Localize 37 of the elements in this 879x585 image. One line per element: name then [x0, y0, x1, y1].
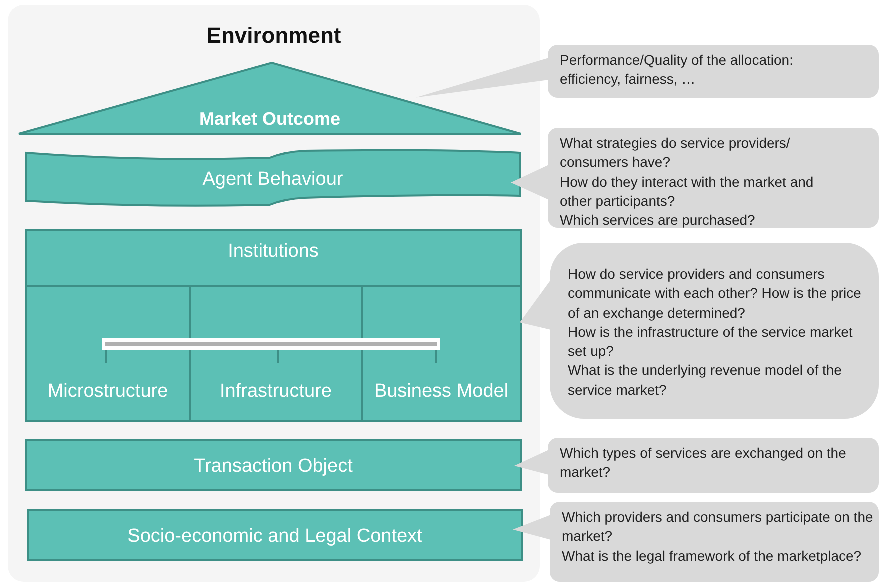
callout-pointer	[514, 450, 549, 475]
panel-title: Environment	[206, 23, 342, 49]
node-label: Socio-economic and Legal Context	[126, 526, 424, 548]
node-label: Infrastructure	[219, 381, 333, 403]
layer-box	[27, 509, 523, 561]
callout-text: Performance/Quality of the allocation: efficiency, fairness, …	[560, 51, 794, 90]
callout-bubble	[548, 438, 879, 493]
callout-text: Which types of services are exchanged on the market?	[560, 444, 848, 482]
environment-panel	[8, 5, 540, 582]
callout-text: How is the infrastructure of the service market set up?	[568, 322, 854, 362]
callout-pointer	[416, 58, 549, 98]
callout-pointer	[511, 165, 549, 200]
callout-text: What is the underlying revenue model of the service market?	[568, 361, 843, 400]
callout-bubble	[550, 243, 879, 419]
callout-text: Which services are purchased?	[560, 211, 756, 230]
institutions-box	[25, 229, 522, 420]
component-cell	[361, 285, 522, 422]
layer-box	[25, 439, 522, 491]
banner-shape	[25, 148, 521, 208]
node-label: Transaction Object	[193, 456, 354, 478]
callout-pointer	[520, 280, 551, 330]
node-label: Market Outcome	[198, 109, 342, 130]
callout-pointer	[513, 515, 551, 540]
node-label: Microstructure	[46, 381, 170, 403]
node-label: Institutions	[227, 241, 320, 263]
callout-bubble	[548, 128, 879, 228]
node-label: Agent Behaviour	[202, 169, 344, 191]
component-cell	[189, 285, 363, 422]
node-label: Business Model	[373, 381, 510, 403]
callout-bubble	[550, 502, 879, 582]
callout-text: What strategies do service providers/ consumers have?	[560, 134, 792, 172]
callout-text: How do service providers and consumers communicate with each other? How is the price of an exchange determined?	[568, 265, 862, 323]
component-cell	[25, 285, 191, 422]
roof-triangle	[18, 62, 522, 135]
callout-text: How do they interact with the market and other participants?	[560, 172, 815, 211]
callout-text: What is the legal framework of the marketplace?	[562, 546, 863, 566]
callout-text: Which providers and consumers participate on the market?	[562, 508, 874, 546]
